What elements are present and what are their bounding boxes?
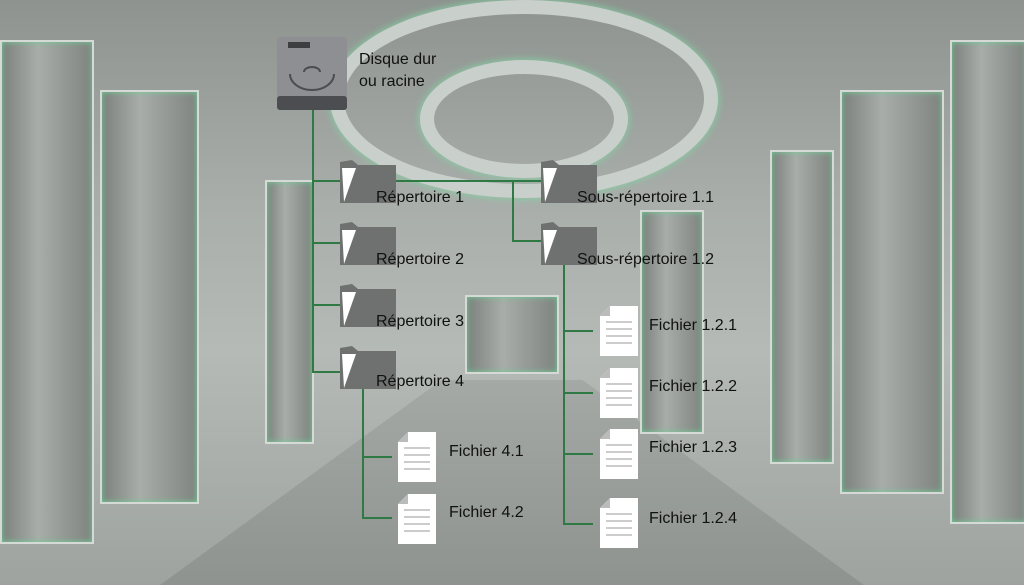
folder-icon[interactable] xyxy=(539,158,599,203)
folder-icon[interactable] xyxy=(338,220,398,265)
directory-label[interactable]: Répertoire 4 xyxy=(376,373,465,390)
server-rack xyxy=(0,40,94,544)
subdirectory-label[interactable]: Sous-répertoire 1.2 xyxy=(577,251,714,268)
connector-line xyxy=(312,180,542,182)
root-label: ou racine xyxy=(359,73,425,90)
file-icon[interactable] xyxy=(398,494,436,544)
file-icon[interactable] xyxy=(600,498,638,548)
file-icon[interactable] xyxy=(600,429,638,479)
file-label[interactable]: Fichier 4.2 xyxy=(449,504,524,521)
directory-label[interactable]: Répertoire 3 xyxy=(376,313,465,330)
server-rack xyxy=(950,40,1024,524)
connector-line xyxy=(512,180,514,241)
directory-label[interactable]: Répertoire 1 xyxy=(376,189,465,206)
root-label: Disque dur xyxy=(359,51,437,68)
file-icon[interactable] xyxy=(398,432,436,482)
subdirectory-label[interactable]: Sous-répertoire 1.1 xyxy=(577,189,714,206)
file-label[interactable]: Fichier 1.2.3 xyxy=(649,439,738,456)
connector-line xyxy=(362,456,392,458)
server-rack xyxy=(770,150,834,464)
connector-line xyxy=(563,330,593,332)
server-rack xyxy=(465,295,559,374)
hard-drive-icon[interactable] xyxy=(276,36,348,111)
file-icon[interactable] xyxy=(600,368,638,418)
server-rack xyxy=(100,90,199,504)
file-label[interactable]: Fichier 1.2.2 xyxy=(649,378,738,395)
server-rack xyxy=(640,210,704,434)
file-label[interactable]: Fichier 1.2.4 xyxy=(649,510,738,527)
file-label[interactable]: Fichier 1.2.1 xyxy=(649,317,738,334)
file-label[interactable]: Fichier 4.1 xyxy=(449,443,524,460)
server-rack xyxy=(840,90,944,494)
connector-line xyxy=(312,242,342,244)
connector-line xyxy=(563,453,593,455)
connector-line xyxy=(312,304,342,306)
connector-line xyxy=(312,110,314,373)
file-icon[interactable] xyxy=(600,306,638,356)
connector-line xyxy=(563,523,593,525)
folder-icon[interactable] xyxy=(338,282,398,327)
connector-line xyxy=(362,388,364,518)
folder-icon[interactable] xyxy=(338,158,398,203)
connector-line xyxy=(362,517,392,519)
directory-label[interactable]: Répertoire 2 xyxy=(376,251,465,268)
folder-icon[interactable] xyxy=(338,344,398,389)
server-rack xyxy=(265,180,314,444)
connector-line xyxy=(563,392,593,394)
connector-line xyxy=(312,371,342,373)
connector-line xyxy=(512,240,542,242)
folder-icon[interactable] xyxy=(539,220,599,265)
